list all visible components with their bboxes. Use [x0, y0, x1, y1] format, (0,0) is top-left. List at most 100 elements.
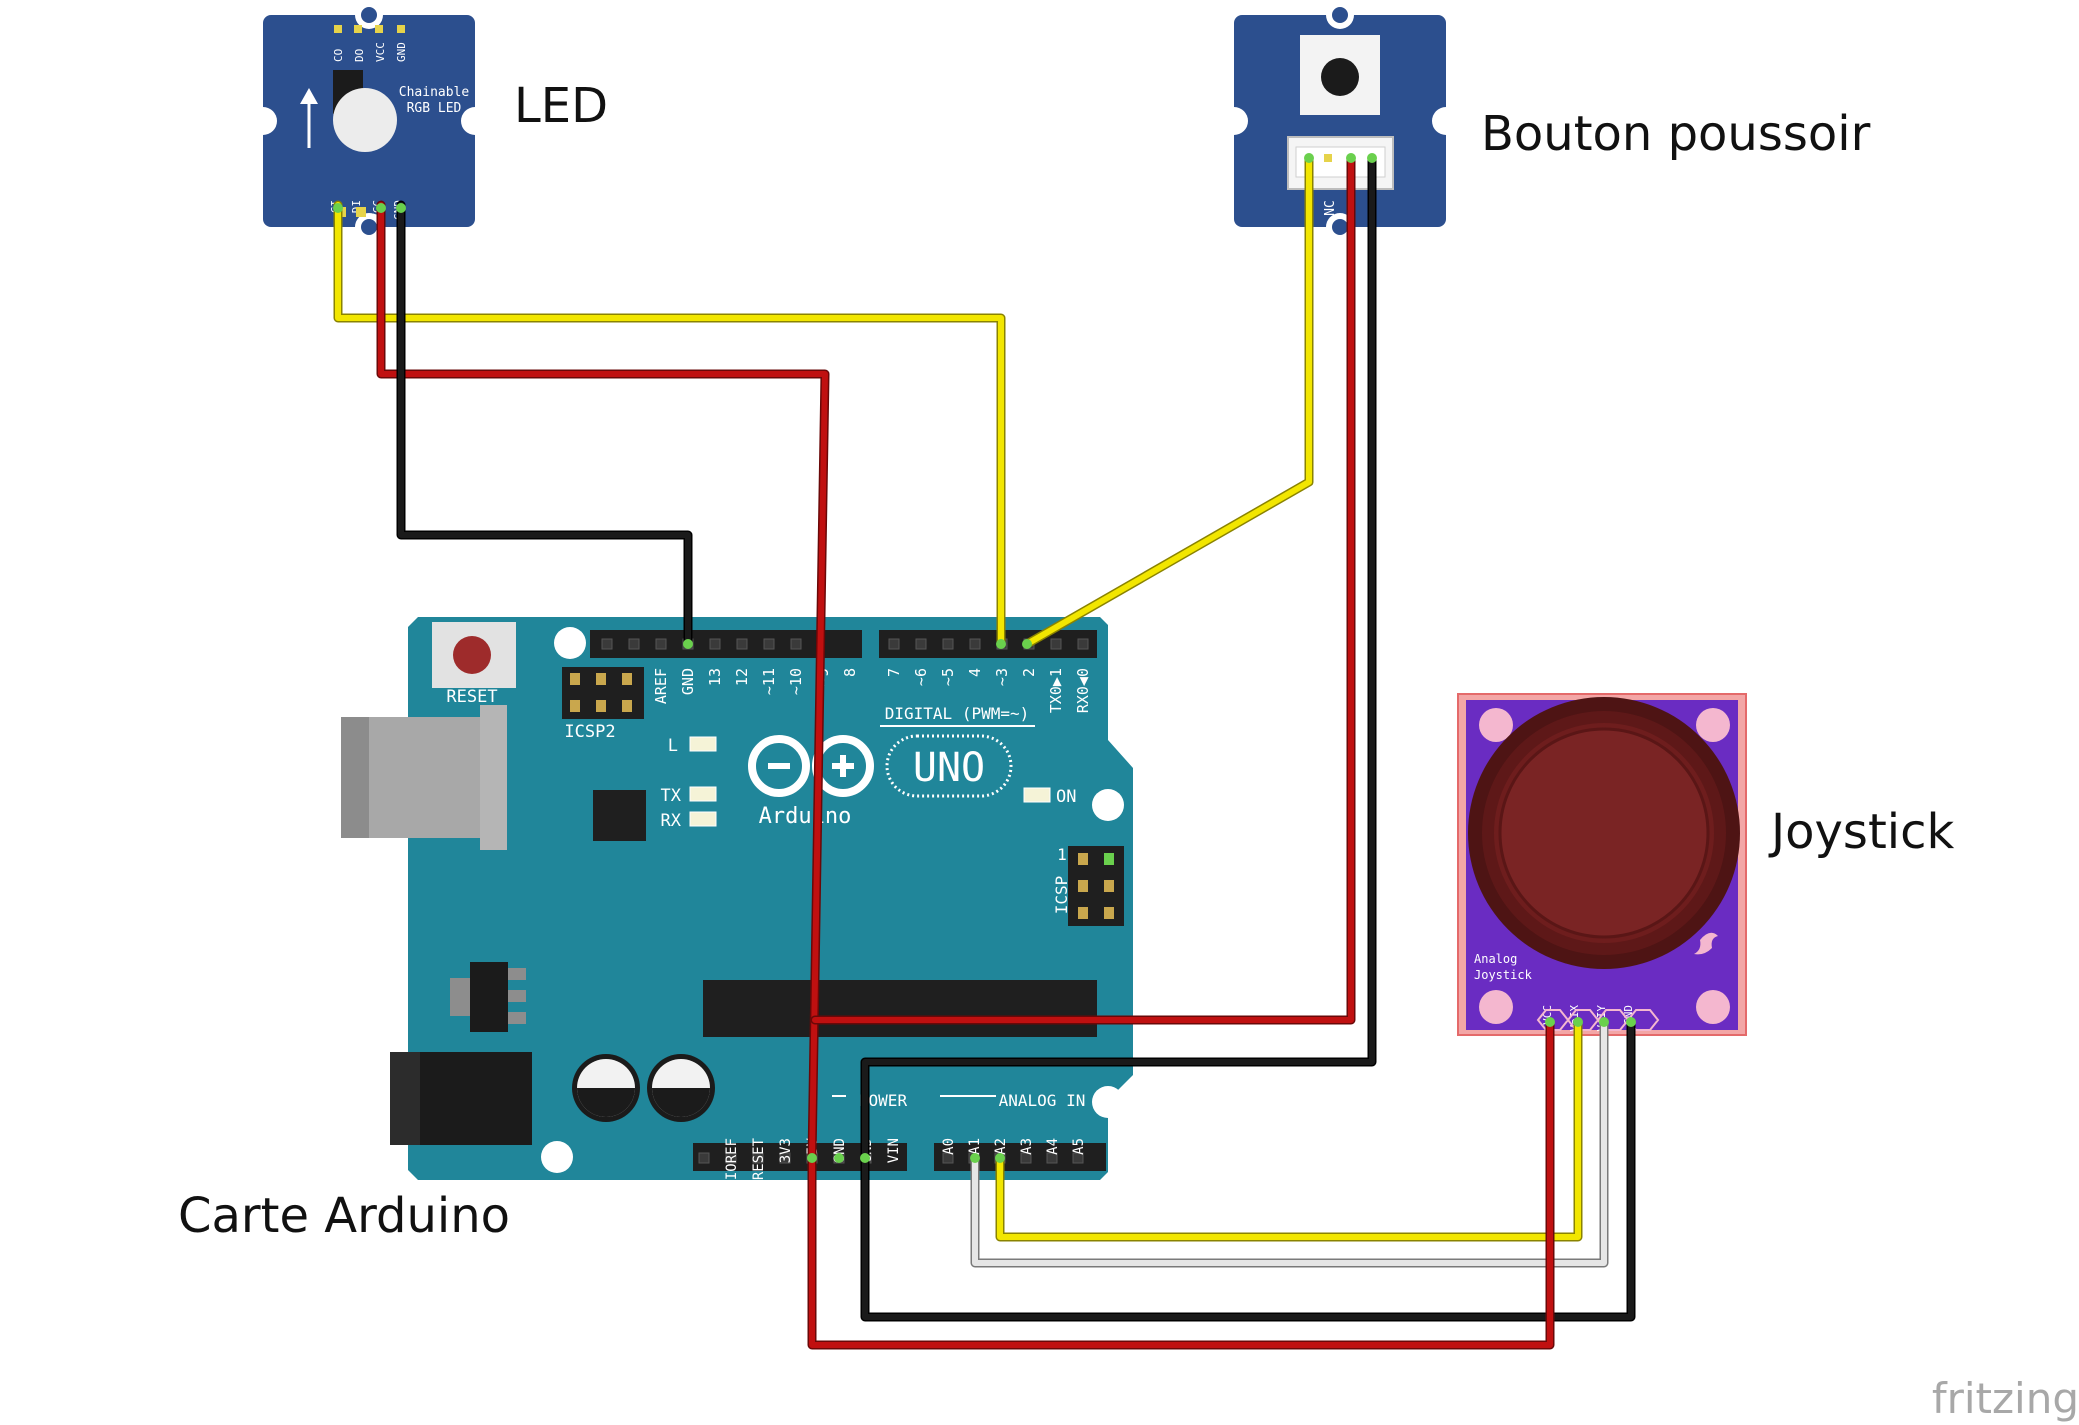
arduino-logo-text: Arduino: [759, 804, 852, 829]
mounting-hole: [541, 1141, 573, 1173]
capacitor: [647, 1054, 715, 1122]
wire-black-led-gnd: [396, 200, 693, 649]
rgb-led: [333, 88, 397, 152]
uno-badge: [885, 734, 1013, 798]
pin-pad: [397, 25, 405, 33]
pin-hole: [942, 1152, 954, 1164]
button-nc-label: NC: [1323, 200, 1338, 216]
pin-label: 4: [966, 668, 984, 677]
pin-hole: [779, 1152, 791, 1164]
pin-hole: [915, 638, 927, 650]
joystick-module: Analog Joystick VCCVaIXVaIYGND: [1457, 693, 1747, 1036]
led-on-label: ON: [1056, 787, 1076, 807]
power-label: POWER: [859, 1091, 908, 1110]
icsp2-header: [562, 667, 644, 719]
led-tx: [689, 786, 717, 802]
pin-label: A2: [993, 1138, 1009, 1155]
pin-hole: [752, 1152, 764, 1164]
pin-hole: [888, 638, 900, 650]
pin-label: 8: [841, 668, 859, 677]
pin-label: ~5: [939, 668, 957, 686]
pin-hole: [736, 638, 748, 650]
icsp-label: ICSP: [1052, 876, 1071, 915]
led-tx-label: TX: [661, 786, 682, 806]
pin-hole: [601, 638, 613, 650]
pin-hole: [1046, 1152, 1058, 1164]
pin-label: ~6: [912, 668, 930, 686]
pin-label: VIN: [886, 1138, 902, 1163]
wire-yellow-button-signal: [1022, 153, 1314, 649]
pin-label: ~3: [993, 668, 1011, 686]
pin-pad: [334, 25, 342, 33]
pin-label: CO: [332, 49, 345, 62]
uno-label: UNO: [913, 745, 985, 791]
pin-label: GND: [679, 668, 697, 695]
pin-hole: [725, 1152, 737, 1164]
icsp2-label: ICSP2: [564, 722, 615, 742]
pin-hole: [655, 638, 667, 650]
pin-label: A5: [1071, 1138, 1087, 1155]
mounting-hole: [554, 627, 586, 659]
led-label: LED: [514, 78, 608, 134]
arduino-label: Carte Arduino: [178, 1188, 510, 1244]
digital-label: DIGITAL (PWM=~): [885, 704, 1030, 723]
reset-label: RESET: [446, 687, 497, 707]
pin-hole: [709, 638, 721, 650]
pin-label: AREF: [652, 668, 670, 704]
sparkfun-flame-icon: [1694, 932, 1718, 955]
voltage-regulator: [450, 962, 526, 1032]
pin-label: RX0◀0: [1074, 668, 1092, 713]
microcontroller: [703, 980, 1097, 1037]
usb-chip: [593, 790, 646, 841]
pin-hole: [628, 638, 640, 650]
pin-label: ~11: [760, 668, 778, 695]
led-rx-label: RX: [661, 811, 682, 831]
pin-hole: [1050, 638, 1062, 650]
analog-label: ANALOG IN: [999, 1091, 1086, 1110]
pin-hole: [1072, 1152, 1084, 1164]
joystick-text-line2: Joystick: [1474, 968, 1533, 982]
pin-hole: [1020, 1152, 1032, 1164]
led-l: [689, 736, 717, 752]
pin-label: A1: [967, 1138, 983, 1155]
joystick-label: Joystick: [1768, 804, 1954, 860]
icsp-pin1-label: 1: [1057, 845, 1067, 864]
pin-pad: [375, 25, 383, 33]
pin-label: 2: [1020, 668, 1038, 677]
pin-label: 13: [706, 668, 724, 686]
pin-label: A0: [941, 1138, 957, 1155]
led-title-line2: RGB LED: [407, 101, 462, 116]
pin-label: RESET: [751, 1137, 767, 1180]
wire-yellow-led-ci: [333, 200, 1006, 649]
pin-hole: [790, 638, 802, 650]
pin-hole: [1077, 638, 1089, 650]
led-on: [1023, 787, 1051, 803]
pin-label: DO: [353, 49, 366, 62]
button-label: Bouton poussoir: [1481, 106, 1871, 162]
pin-label: A3: [1019, 1138, 1035, 1155]
icsp-header: [1068, 846, 1124, 926]
pin-hole: [942, 638, 954, 650]
pin-hole: [763, 638, 775, 650]
pin-label: 7: [885, 668, 903, 677]
pin-hole: [969, 638, 981, 650]
pin-hole: [698, 1152, 710, 1164]
pin-label: A4: [1045, 1138, 1061, 1155]
led-title-line1: Chainable: [399, 85, 470, 100]
pin-label: 12: [733, 668, 751, 686]
pin-label: IOREF: [724, 1138, 740, 1180]
button-module: NC: [1220, 1, 1460, 241]
led-l-label: L: [668, 736, 678, 756]
pin-label: ~10: [787, 668, 805, 695]
mounting-hole: [1092, 1086, 1124, 1118]
pin-label: 3V3: [778, 1138, 794, 1163]
led-rx: [689, 811, 717, 827]
capacitor: [572, 1054, 640, 1122]
mounting-hole: [1092, 789, 1124, 821]
joystick-text-line1: Analog: [1474, 952, 1517, 966]
wires: [333, 153, 1636, 1350]
pin-label: VCC: [374, 42, 387, 62]
